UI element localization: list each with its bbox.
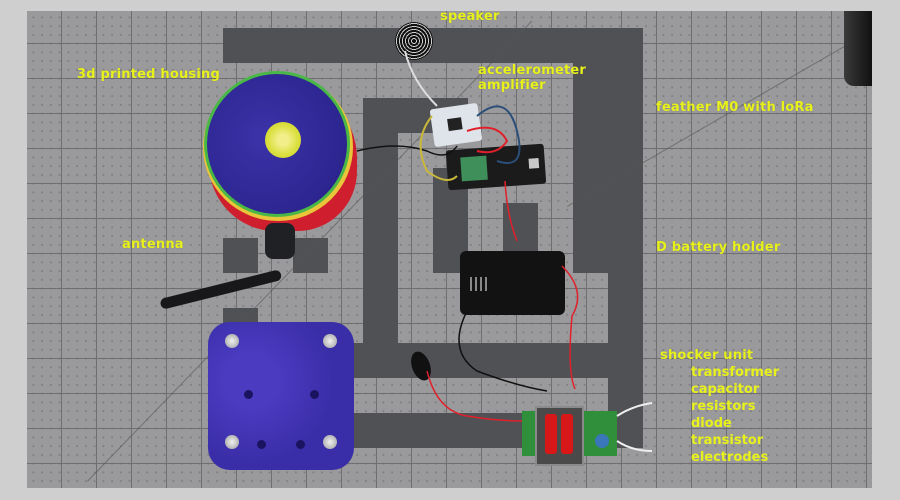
mat-dark-region: [223, 238, 258, 273]
wires: [356, 50, 653, 452]
battery-spring: [470, 277, 488, 291]
battery-holder: [460, 251, 565, 315]
shocker-parts-list: transformer capacitor resistors diode tr…: [691, 364, 779, 466]
screw: [323, 334, 337, 348]
screw: [225, 334, 239, 348]
project-photo: [27, 11, 872, 488]
screw: [323, 435, 337, 449]
shocker-part: transformer: [691, 365, 780, 380]
shocker-part: capacitor: [691, 382, 760, 397]
mat-dark-region: [363, 98, 398, 343]
coil: [545, 414, 557, 454]
label-accelerometer: accelerometer: [478, 63, 587, 78]
object-shadow: [844, 11, 872, 86]
shocker-part: resistors: [691, 399, 756, 414]
label-antenna: antenna: [122, 237, 184, 252]
lid-hole: [310, 390, 319, 399]
housing-lid: [208, 322, 354, 470]
capacitor-component: [595, 434, 609, 448]
label-feather-m0: feather M0 with loRa: [656, 100, 814, 115]
speaker-component: [395, 22, 433, 60]
label-shocker-unit: shocker unit: [660, 348, 754, 363]
housing-center-dot: [265, 122, 301, 158]
mat-dark-region: [573, 28, 643, 273]
antenna-connector: [265, 223, 295, 259]
lid-hole: [257, 440, 266, 449]
mat-dark-region: [293, 238, 328, 273]
shocker-part: transistor: [691, 433, 764, 448]
label-3d-printed-housing: 3d printed housing: [77, 67, 220, 82]
screw: [225, 435, 239, 449]
shocker-part: electrodes: [691, 450, 769, 465]
coil: [561, 414, 573, 454]
shocker-part: diode: [691, 416, 732, 431]
label-speaker: speaker: [440, 9, 500, 24]
lid-hole: [296, 440, 305, 449]
label-d-battery-holder: D battery holder: [656, 240, 781, 255]
lid-hole: [244, 390, 253, 399]
label-amplifier: amplifier: [478, 78, 546, 93]
transformer: [535, 406, 584, 466]
